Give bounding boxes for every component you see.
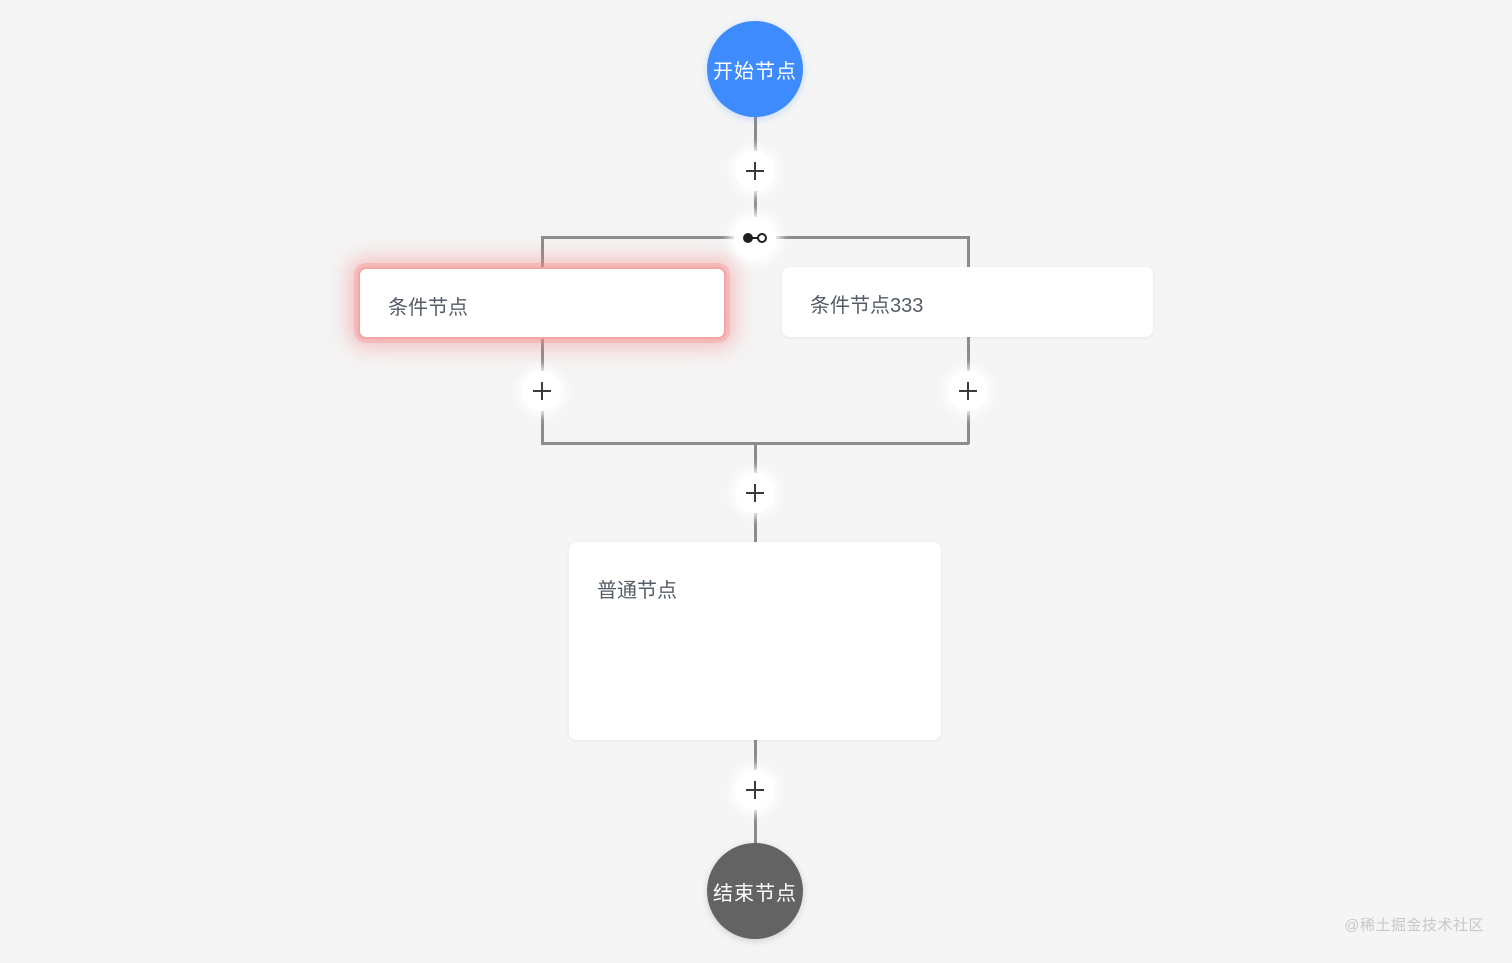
connector-start-to-add [754,117,757,177]
connector-merge-to-add [754,442,757,478]
condition-node-left-label: 条件节点 [388,297,468,319]
watermark: @稀土掘金技术社区 [1344,917,1484,934]
start-node[interactable]: 开始节点 [707,21,803,117]
add-button-branch-right[interactable] [948,371,988,411]
end-node[interactable]: 结束节点 [707,843,803,939]
condition-node-right-label: 条件节点333 [810,295,924,317]
connector-normal-to-add [754,738,757,776]
add-button-after-normal[interactable] [735,770,775,810]
branch-split-connector[interactable] [734,217,776,259]
normal-node-label: 普通节点 [597,580,677,602]
add-button-branch-left[interactable] [522,371,562,411]
normal-node[interactable]: 普通节点 [569,542,941,740]
condition-node-left[interactable]: 条件节点 [358,267,726,339]
connector-dot-icon [743,233,753,243]
connector-ring-icon [757,233,767,243]
add-button-after-start[interactable] [735,151,775,191]
start-node-label: 开始节点 [713,60,797,83]
connector-branch-right-vertical [967,236,970,444]
add-button-after-branch[interactable] [735,473,775,513]
connector-branch-left-vertical [541,236,544,444]
connector-bar-icon [752,237,760,239]
connector-add-to-normal [754,505,757,545]
end-node-label: 结束节点 [713,882,797,905]
condition-node-right[interactable]: 条件节点333 [782,267,1153,337]
connector-add-to-end [754,803,757,848]
connector-add-to-branch [754,185,757,238]
